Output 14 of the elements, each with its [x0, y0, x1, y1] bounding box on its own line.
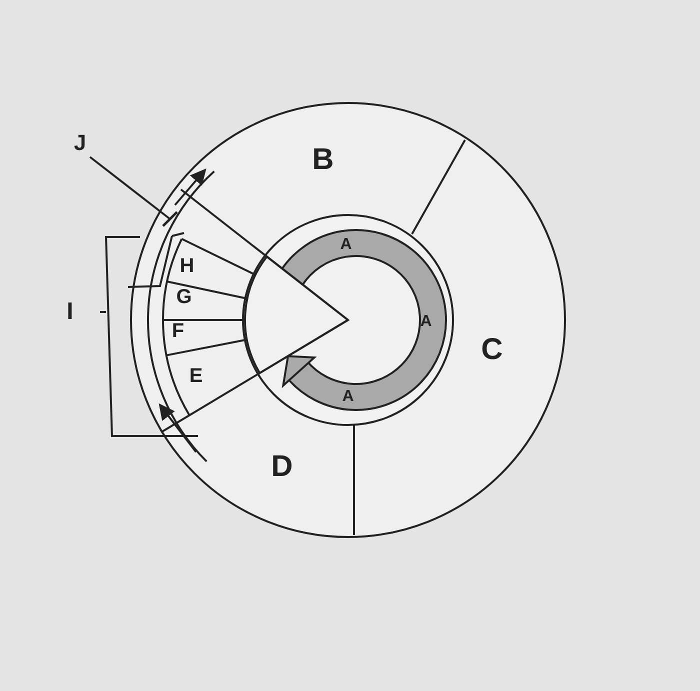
part-label: B: [312, 145, 334, 175]
part-label: A: [342, 389, 354, 405]
part-label: A: [420, 314, 432, 330]
part-label: D: [271, 452, 293, 482]
part-label: I: [66, 300, 74, 324]
part-label: J: [70, 129, 90, 157]
checkpoint-bar: [162, 211, 178, 227]
part-label: E: [189, 366, 203, 386]
part-label: C: [481, 335, 503, 365]
part-label: H: [180, 256, 194, 276]
part-label: F: [172, 321, 184, 341]
leader-line: [89, 156, 171, 220]
part-label: G: [176, 287, 192, 307]
part-label: A: [340, 237, 352, 253]
